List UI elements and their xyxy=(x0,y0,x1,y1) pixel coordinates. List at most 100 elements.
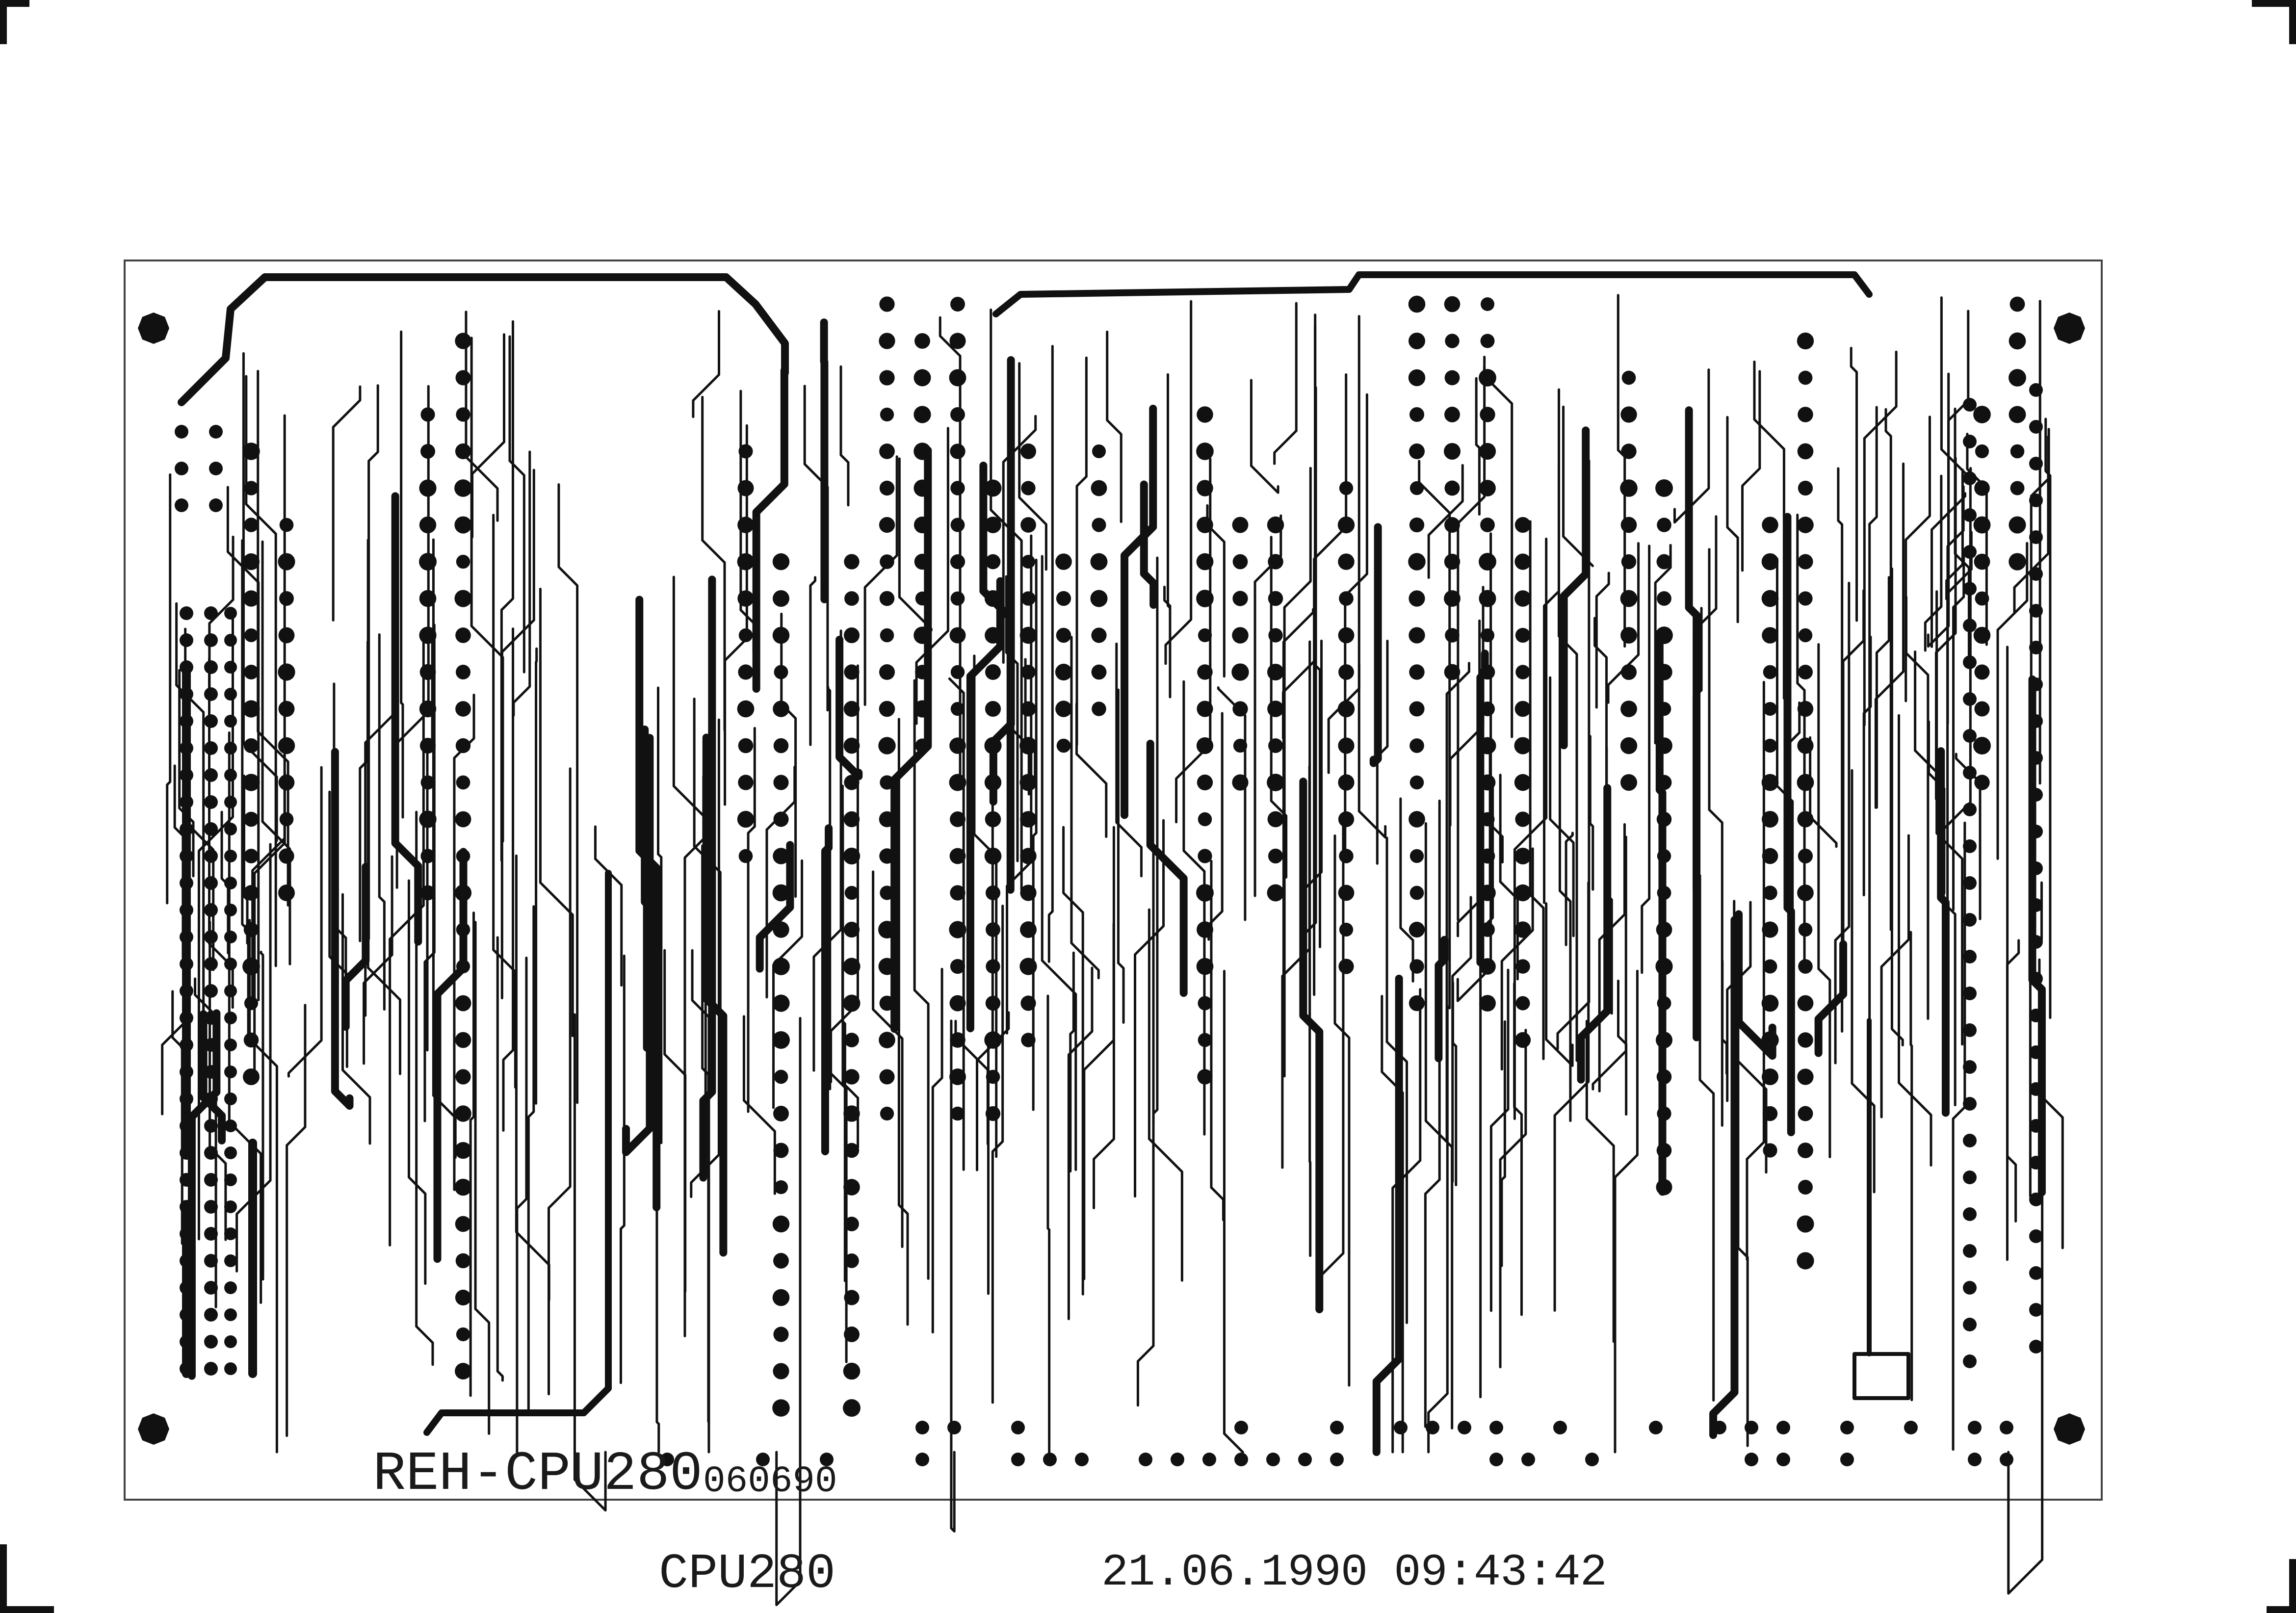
trace xyxy=(1753,361,1785,700)
trace xyxy=(1709,916,1739,1439)
pad xyxy=(455,701,471,717)
pad xyxy=(279,518,294,532)
trace xyxy=(1746,680,1765,1261)
pad xyxy=(419,664,436,680)
pad xyxy=(1444,664,1461,680)
pad xyxy=(1656,554,1672,570)
pad xyxy=(1798,1032,1813,1048)
pad xyxy=(180,741,193,755)
pad xyxy=(1330,1421,1344,1434)
pad xyxy=(1090,590,1108,607)
pad xyxy=(1797,774,1814,791)
pad xyxy=(950,591,965,606)
trace xyxy=(1424,822,1454,1430)
pad xyxy=(1840,1453,1854,1466)
pad xyxy=(1963,1244,1977,1258)
pad xyxy=(419,810,437,828)
pad xyxy=(1963,545,1977,559)
pad xyxy=(1514,517,1531,533)
trace xyxy=(1093,826,1115,1209)
pad xyxy=(1620,774,1638,791)
pad xyxy=(244,996,259,1011)
pad xyxy=(773,1253,789,1269)
trace xyxy=(1614,969,1639,1454)
pad xyxy=(1798,1143,1813,1158)
pad xyxy=(913,406,931,423)
pad xyxy=(844,1290,860,1305)
trace xyxy=(1726,901,1752,1102)
pad xyxy=(2029,1045,2043,1059)
pad xyxy=(915,1453,929,1466)
trace xyxy=(1451,896,1472,1183)
pad xyxy=(224,1308,237,1321)
trace xyxy=(830,664,859,1083)
pad xyxy=(420,407,435,422)
pad xyxy=(2029,1266,2043,1280)
trace xyxy=(989,356,1015,806)
pad xyxy=(1090,553,1108,571)
pad xyxy=(224,1119,237,1132)
pad xyxy=(204,1065,218,1079)
pad xyxy=(773,775,789,790)
pad xyxy=(774,1069,788,1084)
pad xyxy=(2029,494,2043,507)
pad xyxy=(1445,334,1460,348)
pad xyxy=(420,775,435,790)
pad xyxy=(1762,848,1778,864)
trace xyxy=(469,911,475,1397)
pad xyxy=(738,664,754,680)
pad xyxy=(1963,398,1977,412)
pad xyxy=(1479,369,1496,387)
trace xyxy=(1595,572,1610,709)
pad xyxy=(1409,664,1425,680)
pad xyxy=(1021,554,1036,569)
pad xyxy=(1445,628,1460,643)
pad xyxy=(843,994,861,1012)
pad xyxy=(1745,1453,1758,1466)
trace xyxy=(1698,874,1715,1402)
pad xyxy=(950,481,965,495)
pad xyxy=(1514,737,1532,754)
trace xyxy=(1006,534,1033,1035)
pad xyxy=(756,1453,770,1466)
trace xyxy=(1134,819,1165,1198)
pad xyxy=(204,795,218,809)
trace xyxy=(898,457,933,632)
pad xyxy=(180,1092,193,1106)
trace xyxy=(1543,388,1561,904)
trace xyxy=(367,384,379,940)
pad xyxy=(773,921,789,938)
trace xyxy=(1047,345,1054,963)
pad xyxy=(224,877,237,889)
pad xyxy=(1657,591,1671,606)
trace xyxy=(1741,370,1761,572)
pad xyxy=(1968,1421,1982,1434)
pad xyxy=(420,849,435,863)
pad xyxy=(1797,885,1814,901)
pad xyxy=(914,553,931,570)
pad xyxy=(1963,1318,1977,1331)
pad xyxy=(1515,811,1531,827)
trace xyxy=(1880,834,1910,1119)
pad xyxy=(419,553,437,571)
pad xyxy=(1655,626,1673,644)
pad xyxy=(419,700,437,718)
pad xyxy=(1234,1453,1248,1466)
trace xyxy=(471,333,505,539)
pad xyxy=(180,1038,193,1052)
pad xyxy=(1761,994,1779,1012)
pad xyxy=(985,554,1001,570)
pad xyxy=(454,1178,472,1196)
pad xyxy=(204,1038,218,1052)
pad xyxy=(737,590,754,607)
trace xyxy=(1427,464,1464,579)
pad xyxy=(1268,738,1283,753)
trace xyxy=(515,854,550,1301)
pad xyxy=(243,1068,260,1085)
pad xyxy=(913,626,931,644)
pad xyxy=(1963,729,1977,743)
pad xyxy=(844,554,860,570)
pad xyxy=(1196,590,1214,607)
trace xyxy=(1475,377,1481,516)
pad xyxy=(879,591,895,606)
